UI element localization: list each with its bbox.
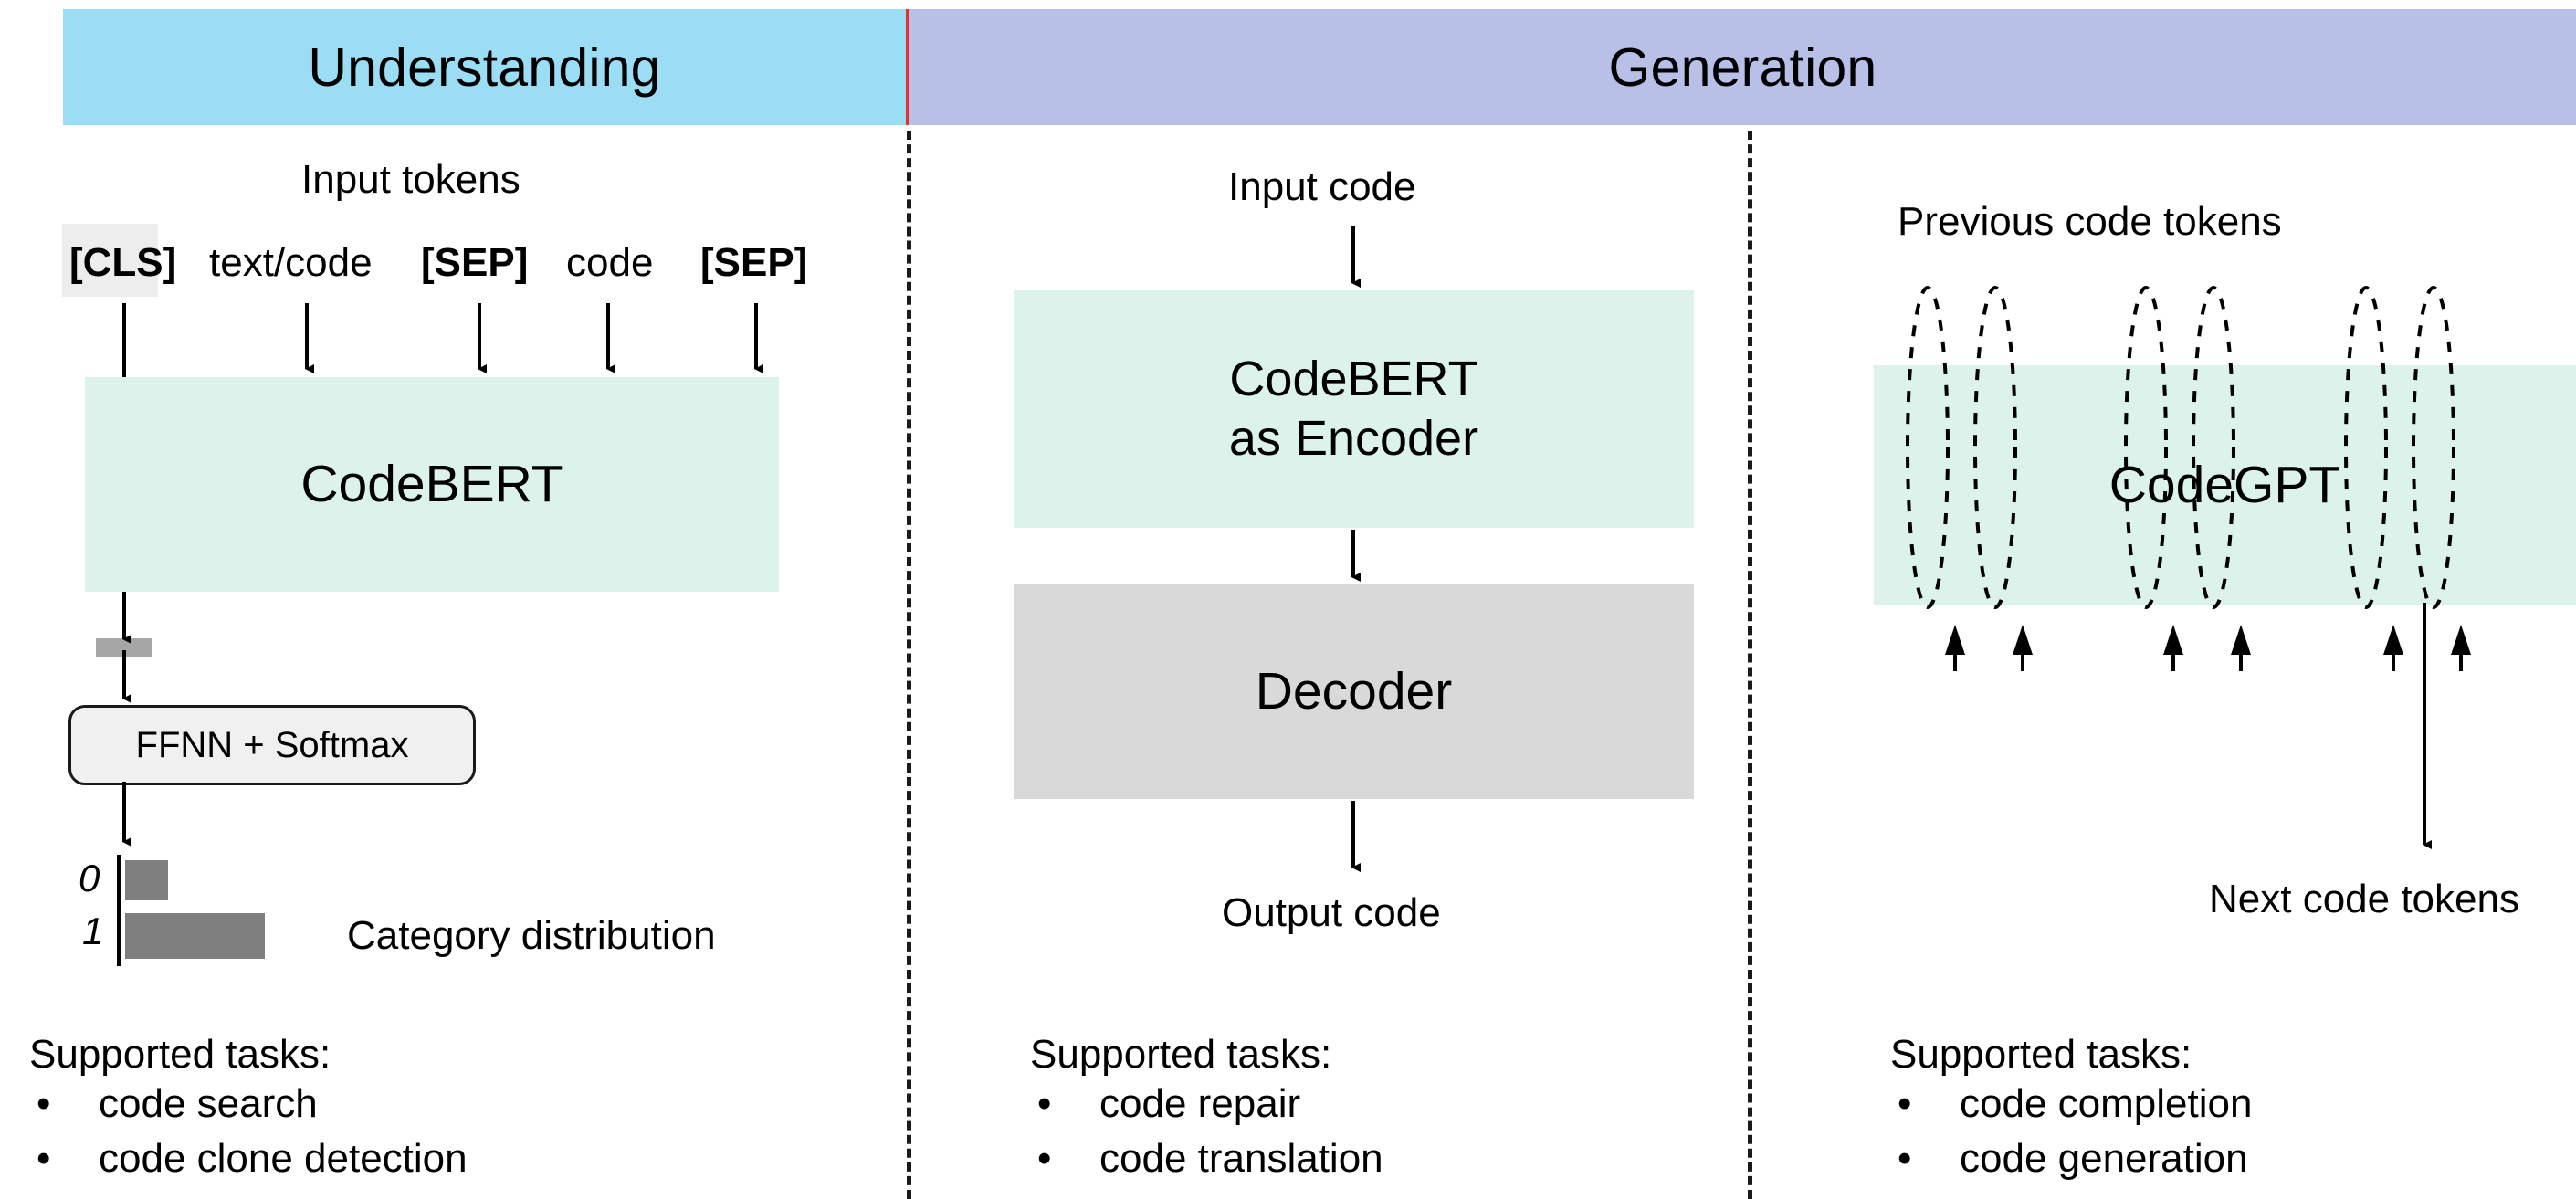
bullet-icon: • <box>1898 1136 1912 1181</box>
bullet-icon: • <box>1037 1136 1052 1181</box>
supported-tasks-generation: Supported tasks: • code repair • code tr… <box>1030 1035 1383 1194</box>
supported-tasks-title-generation: Supported tasks: <box>1030 1032 1332 1077</box>
task-label: code completion <box>1960 1081 2253 1126</box>
token-cls: [CLS] <box>69 240 177 285</box>
token-sep-2: [SEP] <box>700 240 808 285</box>
column-divider-left <box>907 131 911 1199</box>
task-label: code generation <box>1960 1136 2248 1181</box>
bullet-icon: • <box>1898 1081 1912 1126</box>
task-label: code repair <box>1099 1081 1301 1126</box>
distribution-bar-1 <box>125 913 265 959</box>
supported-tasks-list-completion: • code completion • code generation <box>1890 1084 2252 1179</box>
header-red-divider <box>906 9 909 125</box>
task-item: • code clone detection <box>29 1139 468 1179</box>
supported-tasks-list-generation: • code repair • code translation <box>1030 1084 1383 1179</box>
bullet-icon: • <box>37 1136 51 1181</box>
bullet-icon: • <box>37 1081 51 1126</box>
codebert-encoder-box: CodeBERT as Encoder <box>1014 290 1694 528</box>
encoder-line-1: CodeBERT <box>1229 352 1478 407</box>
token-code: code <box>566 240 654 285</box>
task-label: code search <box>99 1081 318 1126</box>
distribution-bar-0 <box>125 860 168 900</box>
distribution-label-1: 1 <box>82 910 104 952</box>
column-divider-right <box>1748 131 1752 1199</box>
supported-tasks-understanding: Supported tasks: • code search • code cl… <box>29 1035 468 1194</box>
token-sep-1: [SEP] <box>421 240 529 285</box>
cls-token-highlight <box>62 224 158 297</box>
task-item: • code generation <box>1890 1139 2252 1179</box>
ffnn-softmax-label: FFNN + Softmax <box>135 724 409 765</box>
recurrence-arrowhead <box>1945 625 1965 655</box>
codebert-encoder-label: CodeBERT as Encoder <box>1229 350 1478 468</box>
distribution-axis <box>117 855 121 966</box>
codebert-box-label: CodeBERT <box>300 455 563 514</box>
encoder-line-2: as Encoder <box>1228 411 1479 466</box>
supported-tasks-list-understanding: • code search • code clone detection <box>29 1084 468 1179</box>
output-code-caption: Output code <box>1222 890 1441 935</box>
header-band-generation: Generation <box>909 9 2576 125</box>
supported-tasks-title-completion: Supported tasks: <box>1890 1032 2192 1077</box>
input-code-caption: Input code <box>1228 164 1416 209</box>
header-band-understanding: Understanding <box>63 9 906 125</box>
input-tokens-caption: Input tokens <box>301 157 520 202</box>
supported-tasks-title-understanding: Supported tasks: <box>29 1032 331 1077</box>
cls-vector-bar <box>96 638 152 657</box>
supported-tasks-completion: Supported tasks: • code completion • cod… <box>1890 1035 2252 1194</box>
recurrence-arrowhead <box>2163 625 2183 655</box>
ffnn-softmax-box: FFNN + Softmax <box>68 705 476 785</box>
task-item: • code translation <box>1030 1139 1383 1179</box>
decoder-box-label: Decoder <box>1255 662 1453 721</box>
token-text-code: text/code <box>209 240 373 285</box>
codegpt-box: CodeGPT <box>1874 365 2576 605</box>
header-label-understanding: Understanding <box>308 37 661 98</box>
task-item: • code completion <box>1890 1084 2252 1124</box>
distribution-caption: Category distribution <box>347 913 716 958</box>
decoder-box: Decoder <box>1014 584 1694 799</box>
previous-code-tokens-caption: Previous code tokens <box>1898 199 2282 244</box>
recurrence-arrowhead <box>2451 625 2471 655</box>
next-code-tokens-caption: Next code tokens <box>2209 877 2519 921</box>
recurrence-arrowheads <box>1945 625 2471 655</box>
task-item: • code search <box>29 1084 468 1124</box>
codegpt-box-label: CodeGPT <box>2108 455 2341 514</box>
task-label: code clone detection <box>99 1136 468 1181</box>
recurrence-arrow-stems <box>1953 650 2463 671</box>
task-item: • code repair <box>1030 1084 1383 1124</box>
header-label-generation: Generation <box>1608 37 1877 98</box>
task-label: code translation <box>1099 1136 1383 1181</box>
bullet-icon: • <box>1037 1081 1052 1126</box>
distribution-label-0: 0 <box>79 857 100 899</box>
recurrence-arrowhead <box>2013 625 2033 655</box>
recurrence-arrowhead <box>2231 625 2251 655</box>
codebert-box: CodeBERT <box>85 377 779 592</box>
recurrence-arrowhead <box>2383 625 2403 655</box>
